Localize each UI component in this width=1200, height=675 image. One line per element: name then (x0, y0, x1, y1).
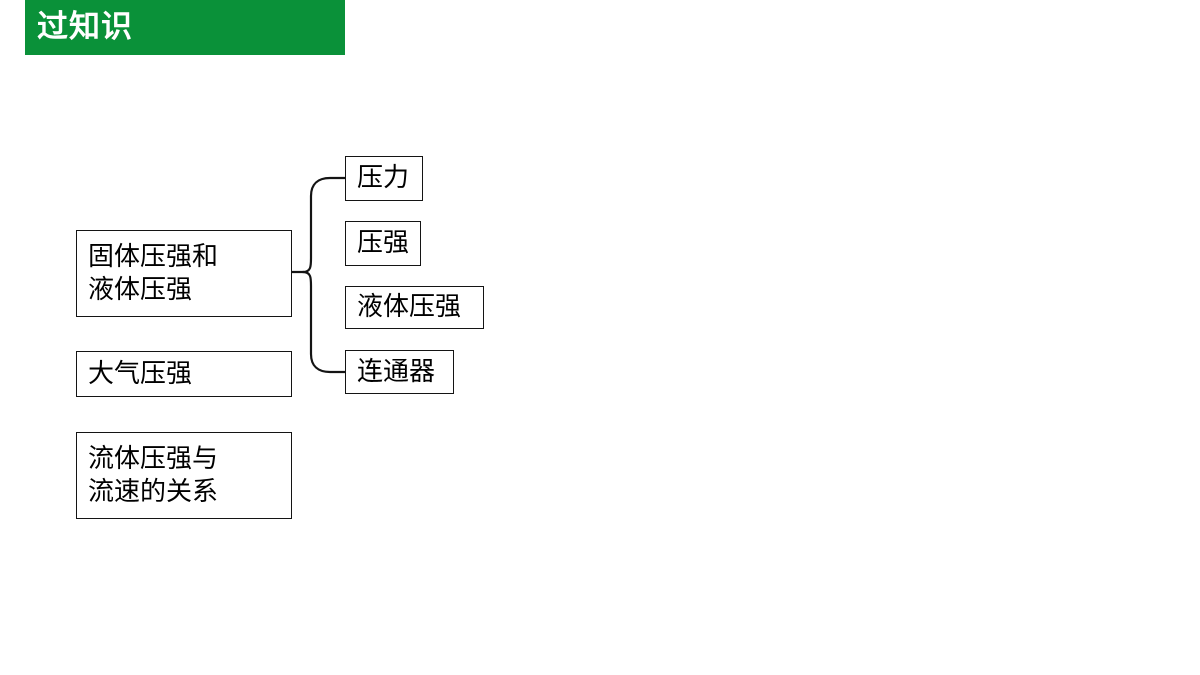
node-connected-vessels[interactable]: 连通器 (345, 350, 454, 394)
node-force[interactable]: 压力 (345, 156, 423, 201)
node-label-line: 固体压强和 (88, 242, 219, 272)
node-label-line: 液体压强 (88, 274, 193, 305)
header-banner: 过知识 (25, 0, 345, 55)
node-label-line: 连通器 (357, 356, 436, 387)
node-pressure[interactable]: 压强 (345, 221, 421, 266)
page-title: 过知识 (37, 9, 133, 45)
node-fluid-pressure-speed[interactable]: 流体压强与 流速的关系 (76, 432, 292, 519)
node-solid-liquid-pressure[interactable]: 固体压强和 液体压强 (76, 230, 292, 317)
node-label-line: 流体压强与 (88, 444, 219, 474)
node-atmospheric-pressure[interactable]: 大气压强 (76, 351, 292, 397)
node-label-line: 大气压强 (88, 358, 193, 389)
node-liquid-pressure[interactable]: 液体压强 (345, 286, 484, 329)
node-label-line: 压强 (357, 228, 410, 259)
node-label-line: 液体压强 (357, 292, 462, 323)
node-label-line: 流速的关系 (88, 476, 219, 507)
node-label-line: 压力 (357, 163, 410, 194)
